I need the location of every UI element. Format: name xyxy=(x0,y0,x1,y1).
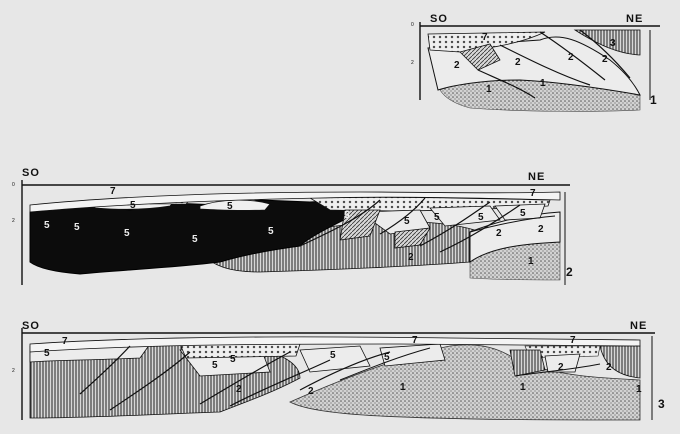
profile-2-unit-label: 5 xyxy=(130,200,136,211)
profile-3-unit-label: 2 xyxy=(236,384,242,395)
profile-3-unit-label: 2 xyxy=(558,362,564,373)
profile-3-unit-label: 5 xyxy=(330,350,336,361)
profile-1-unit-label: 2 xyxy=(454,60,460,71)
profile-2-unit-label: 2 xyxy=(538,224,544,235)
profile-2-unit-label: 2 xyxy=(496,228,502,239)
profile-1-unit-label: 3 xyxy=(610,38,616,49)
profile-1-unit-label: 2 xyxy=(568,52,574,63)
profile-1-unit-label: 1 xyxy=(486,84,492,95)
profile-2-depth-tick-2: 2 xyxy=(12,218,15,224)
profile-2-unit-7-cover xyxy=(29,191,561,213)
profile-2-right-label: NE xyxy=(528,171,545,183)
profile-2-unit-label: 5 xyxy=(268,226,274,237)
profile-3-unit-label: 5 xyxy=(384,352,390,363)
profile-3-unit-label: 1 xyxy=(520,382,526,393)
profile-2-unit-label: 5 xyxy=(44,220,50,231)
profile-2-unit-label: 2 xyxy=(408,252,414,263)
profile-2-unit-label: 1 xyxy=(528,256,534,267)
profile-2-unit-label: 5 xyxy=(227,201,233,212)
profile-3-unit-label: 7 xyxy=(412,335,418,346)
profile-2-unit-label: 7 xyxy=(110,186,116,197)
profile-3-unit-label: 5 xyxy=(212,360,218,371)
profile-1-left-label: SO xyxy=(430,13,448,25)
profile-2-unit-2-zone xyxy=(469,211,561,263)
profile-2-unit-label: 5 xyxy=(404,216,410,227)
profile-2: SO NE 0 2 7 7 5 5 5 5 5 5 5 5 5 5 5 5 2 … xyxy=(12,167,573,285)
profile-1-thrust-slice xyxy=(459,43,501,71)
profile-2-depth-tick-0: 0 xyxy=(12,182,15,188)
profile-3-unit-label: 2 xyxy=(606,362,612,373)
profile-2-unit-label: 5 xyxy=(344,210,350,221)
profile-3-unit-label: 1 xyxy=(636,384,642,395)
profile-1-unit-label: 2 xyxy=(515,57,521,68)
profile-2-number: 2 xyxy=(566,265,573,279)
profile-2-unit-label: 5 xyxy=(478,212,484,223)
profile-2-unit-label: 7 xyxy=(530,188,536,199)
profile-2-unit-label: 5 xyxy=(124,228,130,239)
profile-3-left-label: SO xyxy=(22,320,40,332)
profile-3-unit-label: 7 xyxy=(62,336,68,347)
profile-2-unit-label: 5 xyxy=(520,208,526,219)
profile-1-unit-3-hatched xyxy=(573,29,641,56)
profile-1-depth-tick-0: 0 xyxy=(411,22,414,28)
profile-3-unit-label: 7 xyxy=(570,335,576,346)
profile-1-unit-label: 7 xyxy=(482,32,488,43)
profile-1-right-label: NE xyxy=(626,13,643,25)
profile-3: SO NE 2 7 7 7 5 5 5 5 5 2 2 2 2 1 1 1 3 xyxy=(12,320,665,421)
profile-3-unit-label: 5 xyxy=(230,354,236,365)
profile-1-depth-tick-2: 2 xyxy=(411,60,414,66)
profile-1-unit-label: 1 xyxy=(540,78,546,89)
profile-3-unit-label: 5 xyxy=(44,348,50,359)
profile-3-unit-label: 1 xyxy=(400,382,406,393)
profile-3-unit-7-cover xyxy=(29,336,641,353)
profile-1-unit-label: 2 xyxy=(602,54,608,65)
profile-1: SO NE 0 2 7 3 2 2 2 2 1 1 1 xyxy=(411,13,660,112)
profile-3-depth-tick-2: 2 xyxy=(12,368,15,374)
profile-3-unit-label: 2 xyxy=(308,386,314,397)
profile-3-number: 3 xyxy=(658,397,665,411)
profile-2-unit-label: 5 xyxy=(192,234,198,245)
profile-2-left-label: SO xyxy=(22,167,40,179)
profile-2-unit-label: 5 xyxy=(434,212,440,223)
profile-1-number: 1 xyxy=(650,93,657,107)
profile-3-right-label: NE xyxy=(630,320,647,332)
profile-2-unit-label: 5 xyxy=(74,222,80,233)
